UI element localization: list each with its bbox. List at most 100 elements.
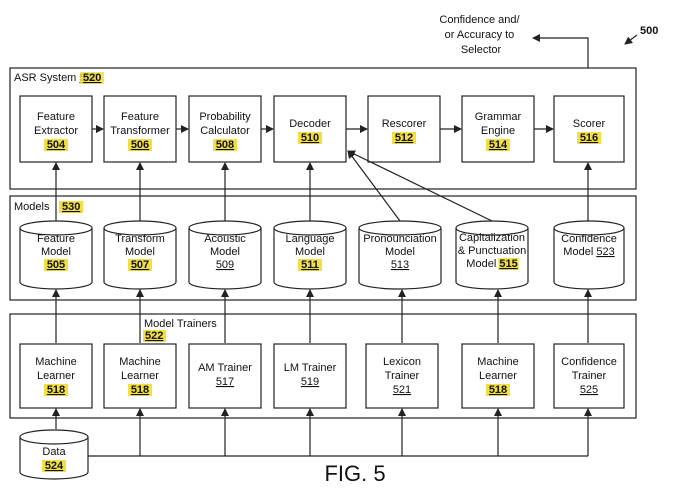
model-cylinder-body	[273, 228, 347, 290]
model-cylinder-body	[455, 228, 529, 290]
model-label: Model	[295, 246, 325, 258]
models-ref-highlight	[59, 201, 83, 213]
trainer-ref-highlight	[486, 384, 510, 396]
model-trainers-ref-highlight	[143, 330, 166, 342]
trainer-label: Trainer	[572, 370, 607, 382]
model-label: Confidence	[561, 233, 617, 245]
trainer-label: LM Trainer	[284, 362, 337, 374]
models-ref: 530	[62, 201, 80, 213]
model-ref: 511	[301, 259, 319, 271]
asr-component-ref-highlight	[213, 139, 237, 151]
trainer-box	[365, 343, 439, 409]
trainer-ref: 519	[301, 376, 319, 388]
trainer-ref: 518	[489, 384, 507, 396]
asr-component-label: Feature	[121, 111, 159, 123]
asr-component-ref: 508	[216, 139, 234, 151]
asr-component-box	[367, 95, 441, 163]
model-cylinder-body	[358, 228, 442, 290]
trainer-label: Learner	[37, 370, 75, 382]
trainer-box	[188, 343, 262, 409]
asr-system-ref-highlight	[80, 72, 104, 84]
asr-component-label: Decoder	[289, 118, 331, 130]
asr-component-label: Grammar	[475, 111, 522, 123]
trainer-label: Machine	[35, 356, 77, 368]
trainer-ref: 525	[580, 384, 598, 396]
pronunciation-to-decoder-arrow	[347, 150, 401, 222]
asr-component-label: Scorer	[573, 118, 606, 130]
data-store-ref-highlight	[42, 460, 66, 472]
model-ref-highlight	[44, 259, 68, 271]
asr-component-ref-highlight	[392, 132, 416, 144]
asr-component-ref-highlight	[298, 132, 322, 144]
trainer-ref: 518	[131, 384, 149, 396]
model-label: Pronounciation	[363, 233, 436, 245]
model-label: & Punctuation	[458, 245, 527, 257]
asr-component-ref-highlight	[128, 139, 152, 151]
model-cylinder-body	[553, 228, 625, 290]
trainer-label: Confidence	[561, 356, 617, 368]
model-ref-highlight	[298, 259, 322, 271]
asr-component-ref: 512	[395, 132, 413, 144]
trainer-box	[461, 343, 535, 409]
asr-component-ref-highlight	[577, 132, 601, 144]
model-label: Model	[385, 246, 415, 258]
trainer-label: Machine	[119, 356, 161, 368]
model-label: Transform	[115, 233, 165, 245]
output-line-3: Selector	[461, 44, 502, 56]
asr-component-box	[273, 95, 347, 163]
asr-component-ref: 516	[580, 132, 598, 144]
output-text: Confidence and/ or Accuracy to Selector	[439, 14, 522, 56]
asr-component-label: Rescorer	[382, 118, 427, 130]
asr-component-label: Extractor	[34, 125, 78, 137]
model-cylinder-body	[188, 228, 262, 290]
model-ref: 507	[131, 259, 149, 271]
data-store-top	[19, 429, 89, 445]
model-trainers-ref: 522	[145, 330, 163, 342]
trainer-ref: 518	[47, 384, 65, 396]
output-line-2: or Accuracy to	[445, 29, 515, 41]
model-label: Acoustic	[204, 233, 246, 245]
model-label: Language	[286, 233, 335, 245]
trainer-label: Machine	[477, 356, 519, 368]
asr-system-ref-overlay: 520	[83, 72, 101, 84]
model-ref: 505	[47, 259, 65, 271]
model-label: Model 523	[563, 246, 614, 258]
trainer-label: Learner	[121, 370, 159, 382]
data-store-ref: 524	[45, 460, 64, 472]
trainer-label: Learner	[479, 370, 517, 382]
model-label: Model	[210, 246, 240, 258]
trainer-ref: 521	[393, 384, 411, 396]
capitalization-to-decoder-arrow	[347, 150, 493, 222]
model-label: Model 515	[466, 258, 517, 270]
asr-component-ref-highlight	[44, 139, 68, 151]
trainer-label: AM Trainer	[198, 362, 252, 374]
asr-component-ref: 506	[131, 139, 149, 151]
model-cylinder-body	[103, 228, 177, 290]
trainer-ref-highlight	[44, 384, 68, 396]
model-label: Model	[125, 246, 155, 258]
model-ref: 513	[391, 259, 409, 271]
asr-component-label: Transformer	[110, 125, 170, 137]
model-label: Model	[41, 246, 71, 258]
model-ref: 509	[216, 259, 234, 271]
output-line-1: Confidence and/	[439, 14, 520, 26]
trainer-ref-highlight	[128, 384, 152, 396]
trainer-box	[273, 343, 347, 409]
models-label: Models	[14, 201, 50, 213]
